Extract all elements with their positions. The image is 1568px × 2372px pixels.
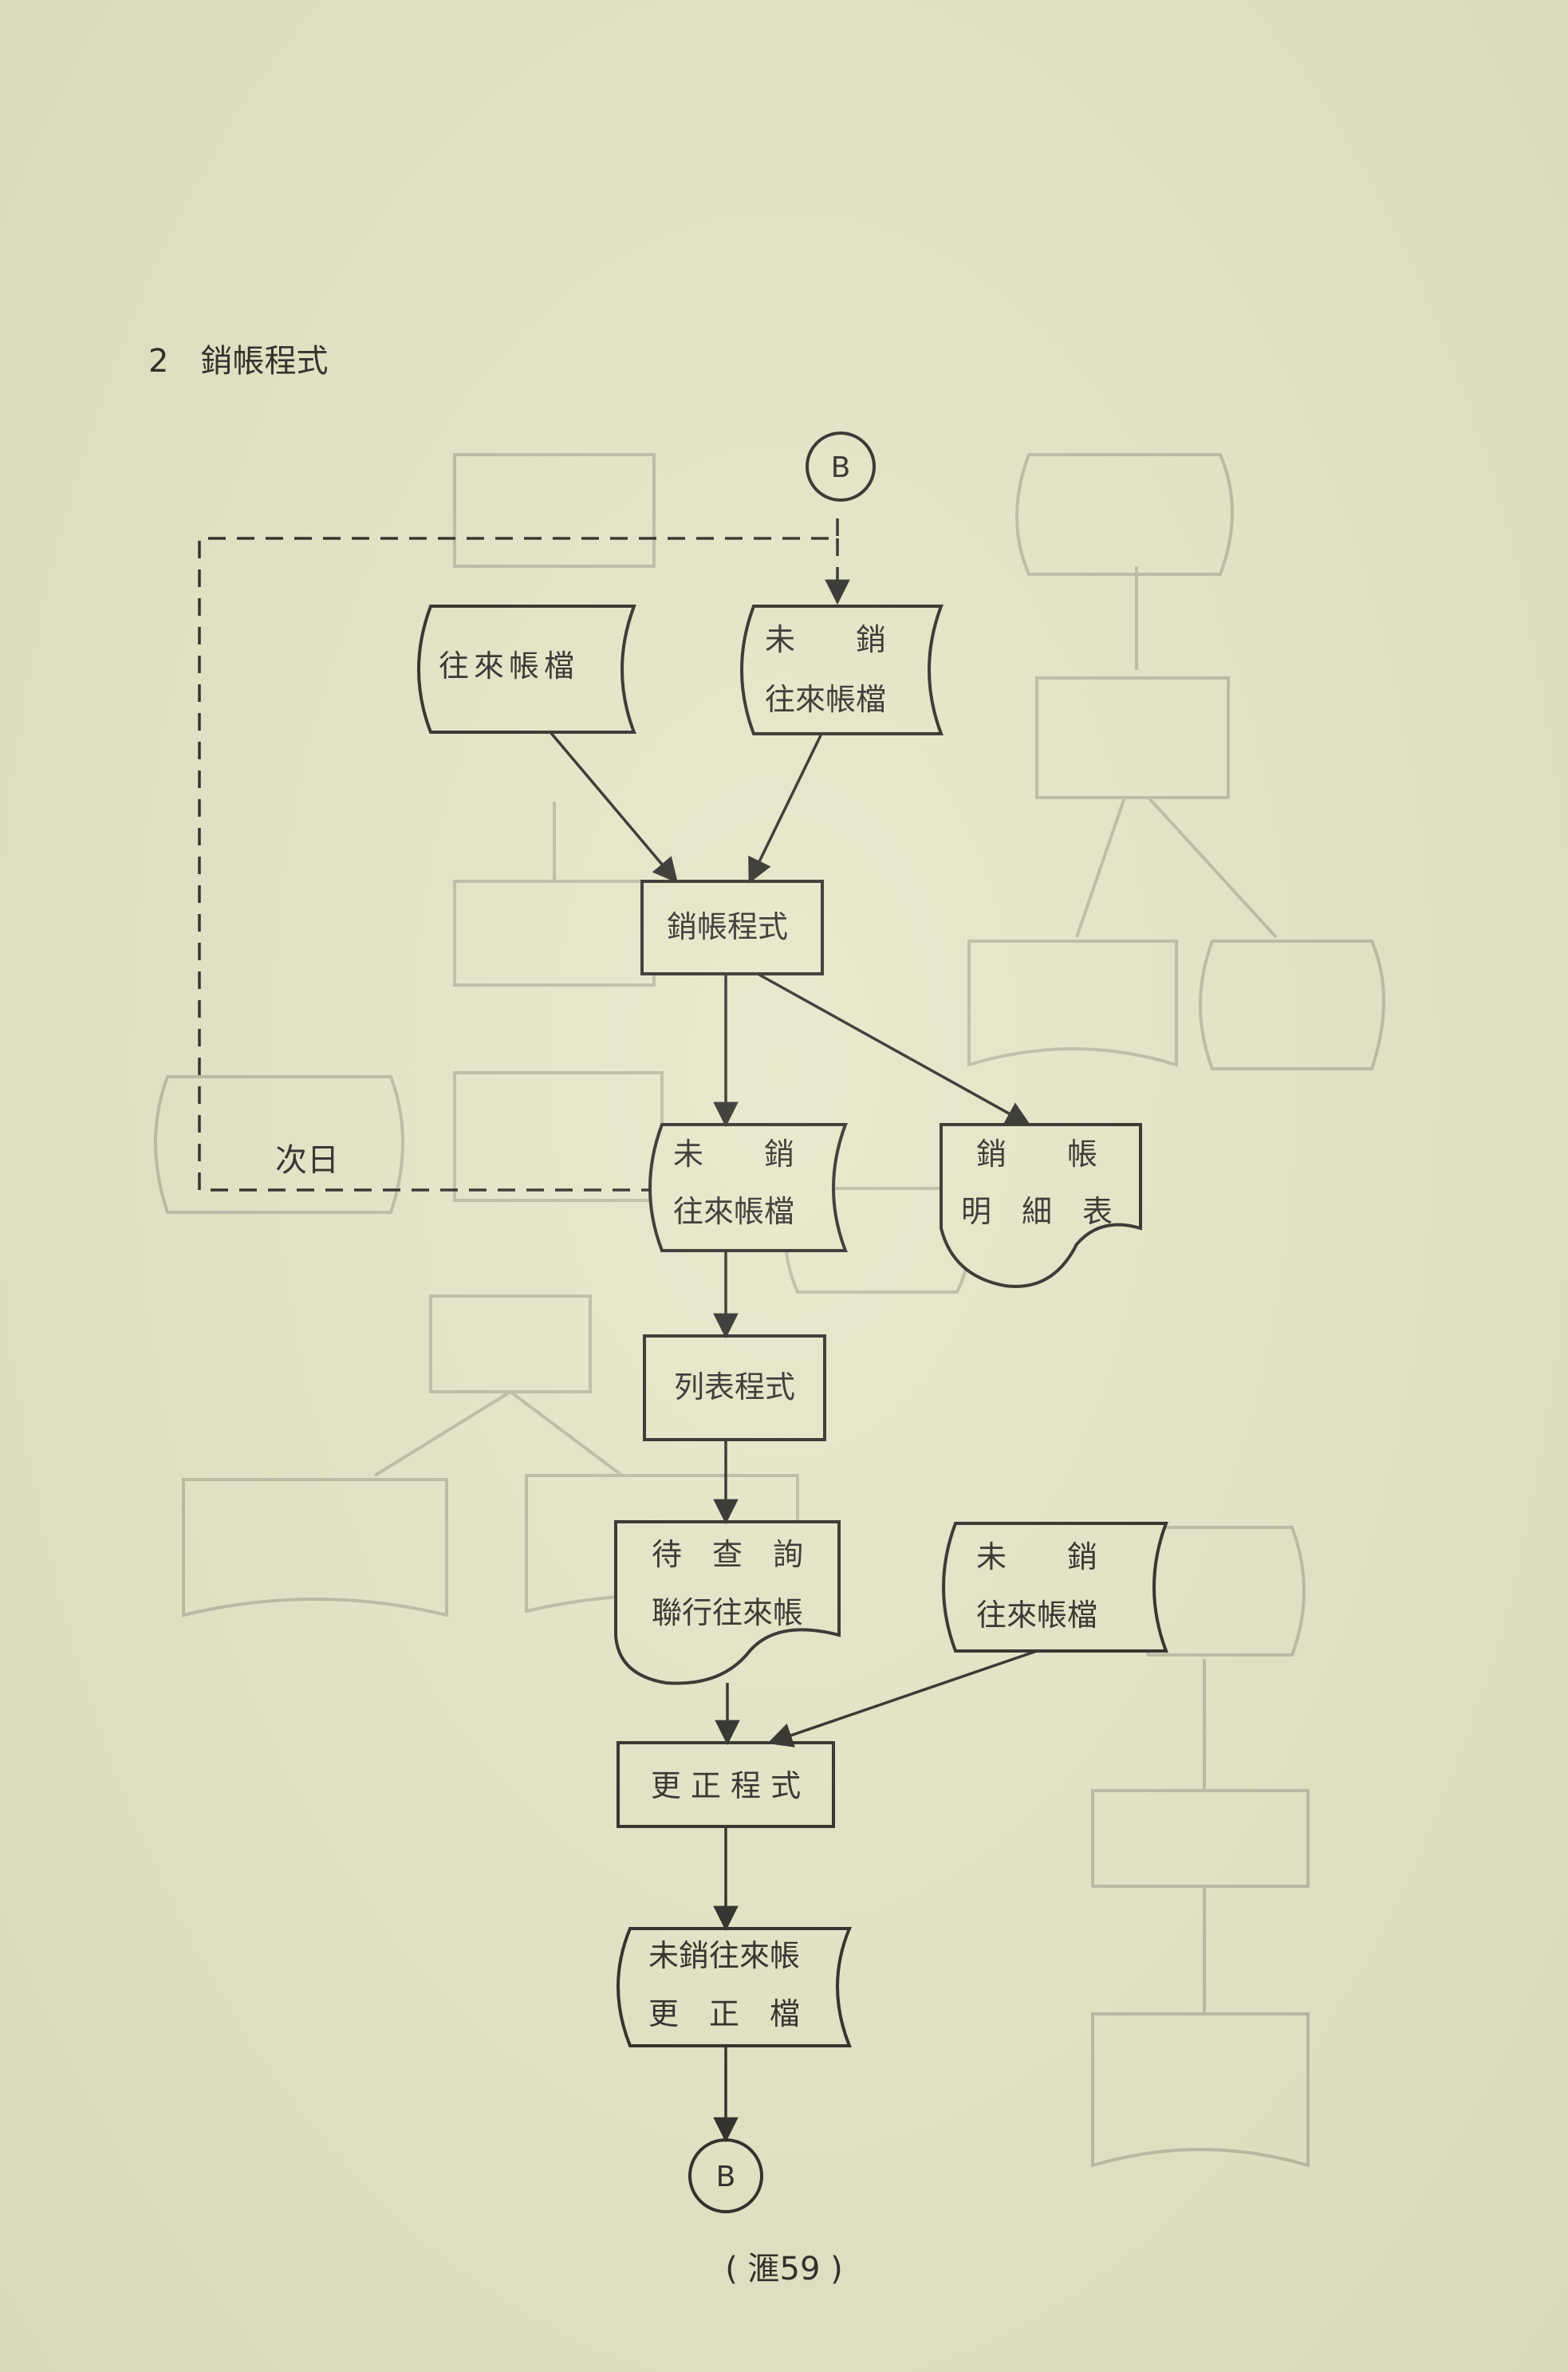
report-pending-inquiry: 待 查 詢 聯行往來帳 <box>614 1520 841 1685</box>
file-unsettled-right: 未 銷 往來帳檔 <box>942 1522 1168 1653</box>
svg-text:列表程式: 列表程式 <box>674 1369 795 1405</box>
file-corrected: 未銷往來帳 更 正 檔 <box>617 1927 852 2047</box>
svg-text:未銷往來帳: 未銷往來帳 <box>648 1938 800 1973</box>
svg-text:未 銷: 未 銷 <box>765 622 886 657</box>
connector-bottom: B <box>688 2138 763 2213</box>
svg-text:未 銷: 未 銷 <box>976 1539 1097 1574</box>
flow-arrows <box>549 731 1038 2143</box>
next-day-label: 次日 <box>275 1142 339 1179</box>
svg-text:B: B <box>831 451 851 484</box>
svg-text:待 查 詢: 待 查 詢 <box>652 1537 803 1572</box>
svg-text:往來帳檔: 往來帳檔 <box>439 648 579 684</box>
svg-text:未 銷: 未 銷 <box>673 1137 794 1172</box>
svg-text:往來帳檔: 往來帳檔 <box>765 682 886 717</box>
svg-text:往來帳檔: 往來帳檔 <box>976 1598 1097 1633</box>
process-writeoff: 銷帳程式 <box>640 880 824 975</box>
svg-text:B: B <box>716 2161 736 2193</box>
file-unsettled-input: 未 銷 往來帳檔 <box>740 605 944 735</box>
connector-top: B <box>806 431 876 502</box>
svg-text:明 細 表: 明 細 表 <box>961 1194 1113 1229</box>
svg-text:聯行往來帳: 聯行往來帳 <box>652 1595 803 1630</box>
next-day-loop <box>198 518 839 1192</box>
report-writeoff-detail: 銷 帳 明 細 表 <box>940 1123 1142 1288</box>
svg-text:銷帳程式: 銷帳程式 <box>667 909 788 944</box>
file-unsettled-output: 未 銷 往來帳檔 <box>648 1123 848 1252</box>
section-title: 銷帳程式 <box>200 343 329 380</box>
process-list: 列表程式 <box>643 1334 826 1441</box>
svg-text:往來帳檔: 往來帳檔 <box>673 1194 794 1229</box>
page-number: ( 滙59 ) <box>725 2251 843 2287</box>
process-correction: 更 正 程 式 <box>617 1741 835 1828</box>
svg-text:銷 帳: 銷 帳 <box>976 1137 1097 1172</box>
section-heading: 2 銷帳程式 <box>148 335 328 381</box>
bleed-through-shapes <box>154 453 1385 2168</box>
file-ledger: 往來帳檔 <box>417 605 636 734</box>
svg-text:更 正 程 式: 更 正 程 式 <box>651 1768 801 1803</box>
section-number: 2 <box>148 343 169 380</box>
svg-text:更 正 檔: 更 正 檔 <box>648 1996 800 2031</box>
